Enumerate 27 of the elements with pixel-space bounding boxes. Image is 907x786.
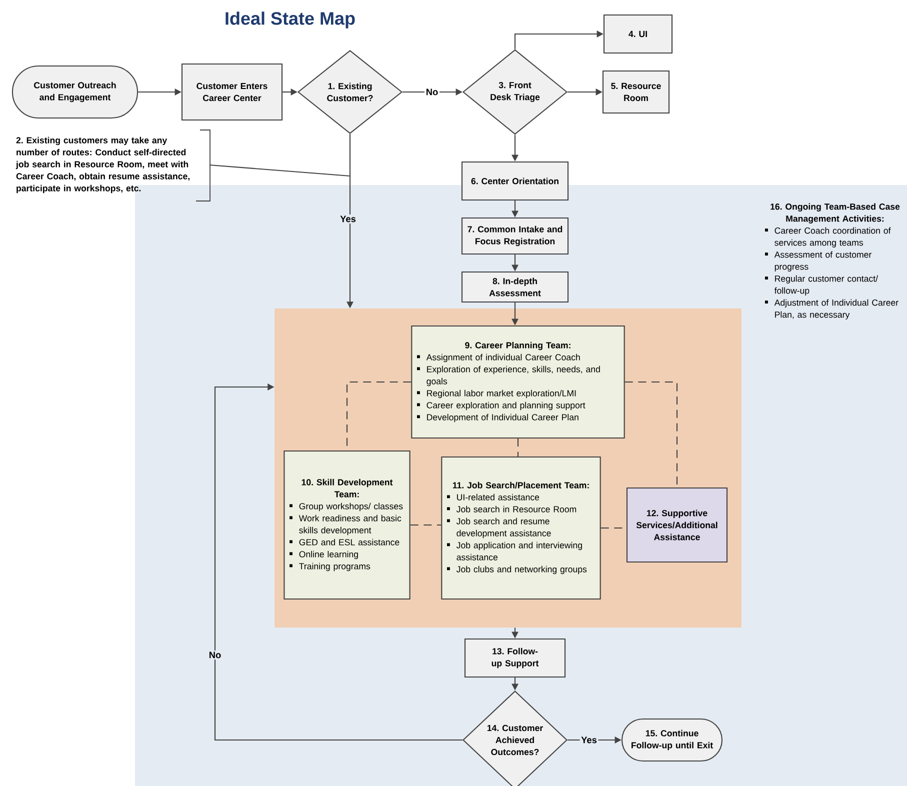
note-text: 2. Existing customers may take any number of routes: Conduct self-directed job search in Resource Room, meet with Career Coach, obtain resume assistance, participate in workshops, etc. <box>16 130 210 202</box>
terminal-box: 15. Continue Follow-up until Exit <box>621 718 723 762</box>
process-box: 8. In-depth Assessment <box>461 271 569 303</box>
leader-line <box>210 164 350 177</box>
terminal-box: Customer Outreach and Engagement <box>12 65 138 119</box>
process-box: 13. Follow-up Support <box>464 638 566 678</box>
team-box: 9. Career Planning Team: Assignment of individual Career Coach Exploration of experience, skills, needs, and goals Regional labor market exploration/LMI Career exploration and planning support Development of Individual Career Plan <box>411 325 625 439</box>
process-box: 7. Common Intake and Focus Registration <box>461 217 569 255</box>
label: Assessment of customer progress <box>774 251 872 272</box>
activity-list: 16. Ongoing Team-Based Case Management Activities: Career Coach coordination of services among teams Assessment of customer progress Regular customer contact/ follow-up Adjustment of Individual Career Plan, as necessary <box>765 203 900 320</box>
label: 16. Ongoing Team-Based Case Management Activities: <box>770 203 900 224</box>
team-box: 10. Skill Development Team: Group workshops/ classes Work readiness and basic skills development GED and ESL assistance Online learning Training programs <box>284 450 410 600</box>
label: Adjustment of Individual Career Plan, as necessary <box>774 299 898 320</box>
label: Regular customer contact/ follow-up <box>774 275 878 296</box>
process-box: 4. UI <box>603 14 673 54</box>
process-box: 5. Resource Room <box>602 70 670 114</box>
diagram-title: Ideal State Map <box>226 12 355 28</box>
edge-label: No <box>424 87 440 97</box>
arrow <box>214 384 462 741</box>
connector-line <box>517 438 519 456</box>
label: Career Coach coordination of services among teams <box>774 227 891 248</box>
team-box: 11. Job Search/Placement Team: UI-related assistance Job search in Resource Room Job search and resume development assistance Job application and interviewing assistance Job clubs and networking groups <box>441 456 601 600</box>
connector-line <box>410 524 442 526</box>
connector-line <box>624 381 678 488</box>
process-box: Customer Enters Career Center <box>181 63 283 121</box>
process-box: 6. Center Orientation <box>461 161 569 201</box>
process-box: 12. Supportive Services/Additional Assistance <box>626 487 728 563</box>
